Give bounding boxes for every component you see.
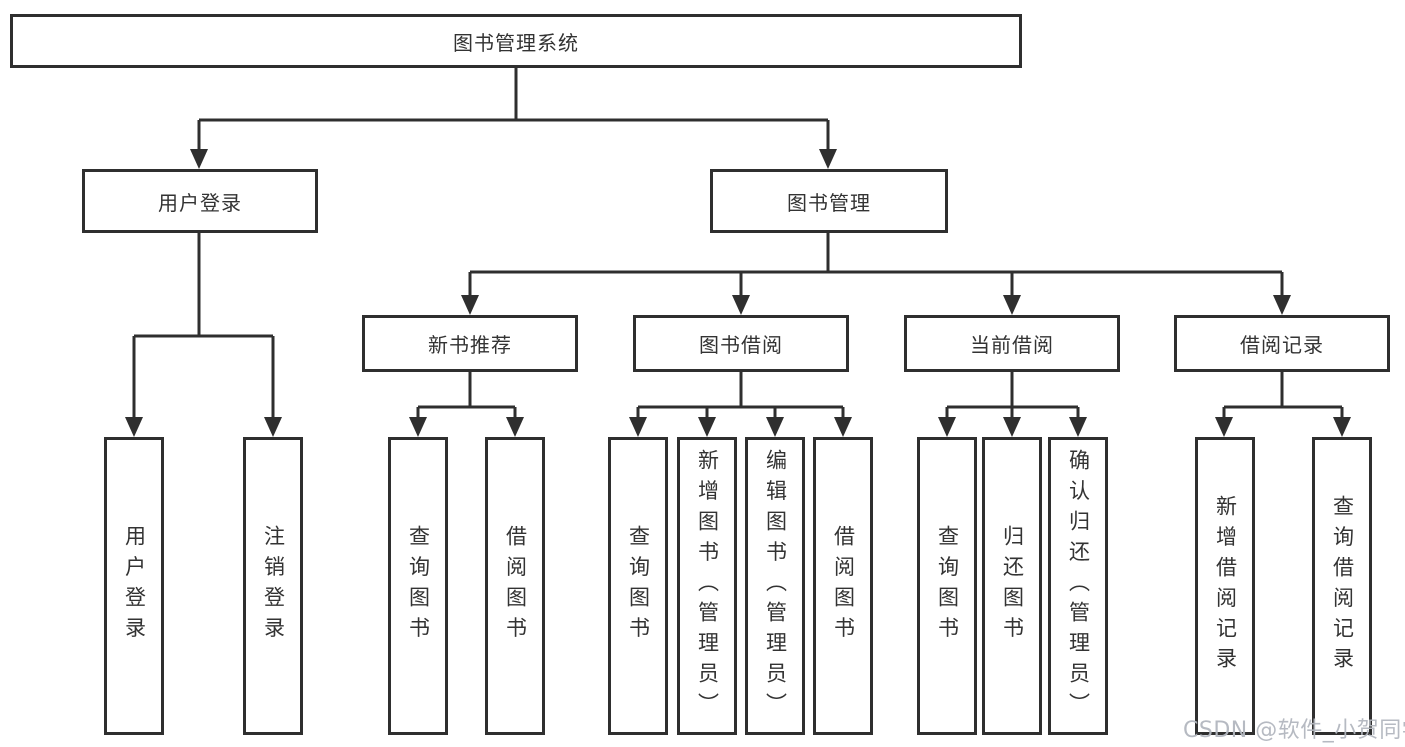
node-user-login: 用户登录 xyxy=(82,169,318,233)
leaf-return-books: 归还图书 xyxy=(982,437,1042,735)
leaf-confirm-return-admin: 确认归还（管理员） xyxy=(1048,437,1108,735)
leaf-add-book-admin: 新增图书（管理员） xyxy=(677,437,737,735)
leaf-query-borrow-record: 查询借阅记录 xyxy=(1312,437,1372,735)
leaf-query-books-current: 查询图书 xyxy=(917,437,977,735)
arrowheads xyxy=(125,120,1351,437)
leaf-logout: 注销登录 xyxy=(243,437,303,735)
node-current-borrowing: 当前借阅 xyxy=(904,315,1120,372)
node-new-book-recommendation: 新书推荐 xyxy=(362,315,578,372)
node-root: 图书管理系统 xyxy=(10,14,1022,68)
node-book-management: 图书管理 xyxy=(710,169,948,233)
leaf-user-login: 用户登录 xyxy=(104,437,164,735)
leaf-edit-book-admin: 编辑图书（管理员） xyxy=(745,437,805,735)
leaf-query-books-borrowing: 查询图书 xyxy=(608,437,668,735)
node-borrowing-records: 借阅记录 xyxy=(1174,315,1390,372)
leaf-borrow-books-newbook: 借阅图书 xyxy=(485,437,545,735)
leaf-query-books-newbook: 查询图书 xyxy=(388,437,448,735)
csdn-watermark: CSDN @软件_小贺同学 xyxy=(1183,718,1405,743)
leaf-add-borrow-record: 新增借阅记录 xyxy=(1195,437,1255,735)
node-book-borrowing: 图书借阅 xyxy=(633,315,849,372)
leaf-borrow-books-borrowing: 借阅图书 xyxy=(813,437,873,735)
